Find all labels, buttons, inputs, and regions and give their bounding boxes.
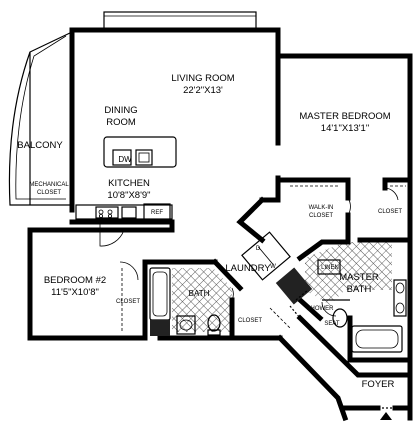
doors [99, 187, 399, 420]
walk-in-closet-line1: WALK-IN [309, 205, 334, 211]
laundry-appliances [241, 231, 313, 305]
master-bath-fixtures [317, 259, 407, 353]
balcony-outline [8, 11, 257, 206]
living-room-dims: 22'2"X13' [183, 85, 223, 96]
dryer-label: D [256, 246, 261, 252]
bedroom2-dims: 11'5"X10'8" [51, 287, 99, 298]
foyer-label: FOYER [362, 379, 395, 390]
closet-bed2-label: CLOSET [116, 299, 140, 305]
closet-shelves [121, 185, 406, 332]
balcony-label: BALCONY [17, 140, 63, 151]
linen-label: LINEN [321, 265, 339, 271]
kitchen-island [103, 136, 177, 168]
living-room-name: LIVING ROOM [171, 73, 234, 84]
master-bath-line2: BATH [347, 284, 372, 295]
mechanical-closet-line1: MECHANICAL [29, 182, 69, 188]
laundry-label: LAUNDRY [225, 263, 271, 274]
kitchen-dims: 10'8"X8'9" [107, 190, 150, 201]
walk-in-closet-line2: CLOSET [309, 213, 333, 219]
shower-label: SHOWER [307, 306, 335, 312]
kitchen-name: KITCHEN [108, 178, 150, 189]
bedroom2-name: BEDROOM #2 [44, 275, 106, 286]
refrigerator-label: REF [151, 210, 163, 216]
mechanical-closet-line2: CLOSET [37, 190, 61, 196]
master-bedroom-dims: 14'1"X13'1" [321, 123, 369, 134]
walls [27, 27, 413, 422]
dining-label-line1: DINING [104, 105, 137, 116]
washer-label: W [270, 264, 276, 270]
entry-arrow-icon [380, 412, 392, 420]
dining-label-line2: ROOM [106, 117, 136, 128]
master-bath-line1: MASTER [339, 272, 379, 283]
seat-label: SEAT [324, 321, 340, 327]
kitchen-counter [75, 203, 173, 221]
dishwasher-label: DW [118, 155, 132, 164]
bath-fixtures [149, 267, 221, 336]
closet-right-label: CLOSET [378, 209, 402, 215]
closet-hall-label: CLOSET [238, 318, 262, 324]
master-bath-tile-floor [305, 242, 392, 305]
room-labels: LIVING ROOM 22'2"X13' DINING ROOM MASTER… [17, 73, 402, 390]
master-bedroom-name: MASTER BEDROOM [299, 111, 390, 122]
bath-label: BATH [189, 289, 210, 298]
